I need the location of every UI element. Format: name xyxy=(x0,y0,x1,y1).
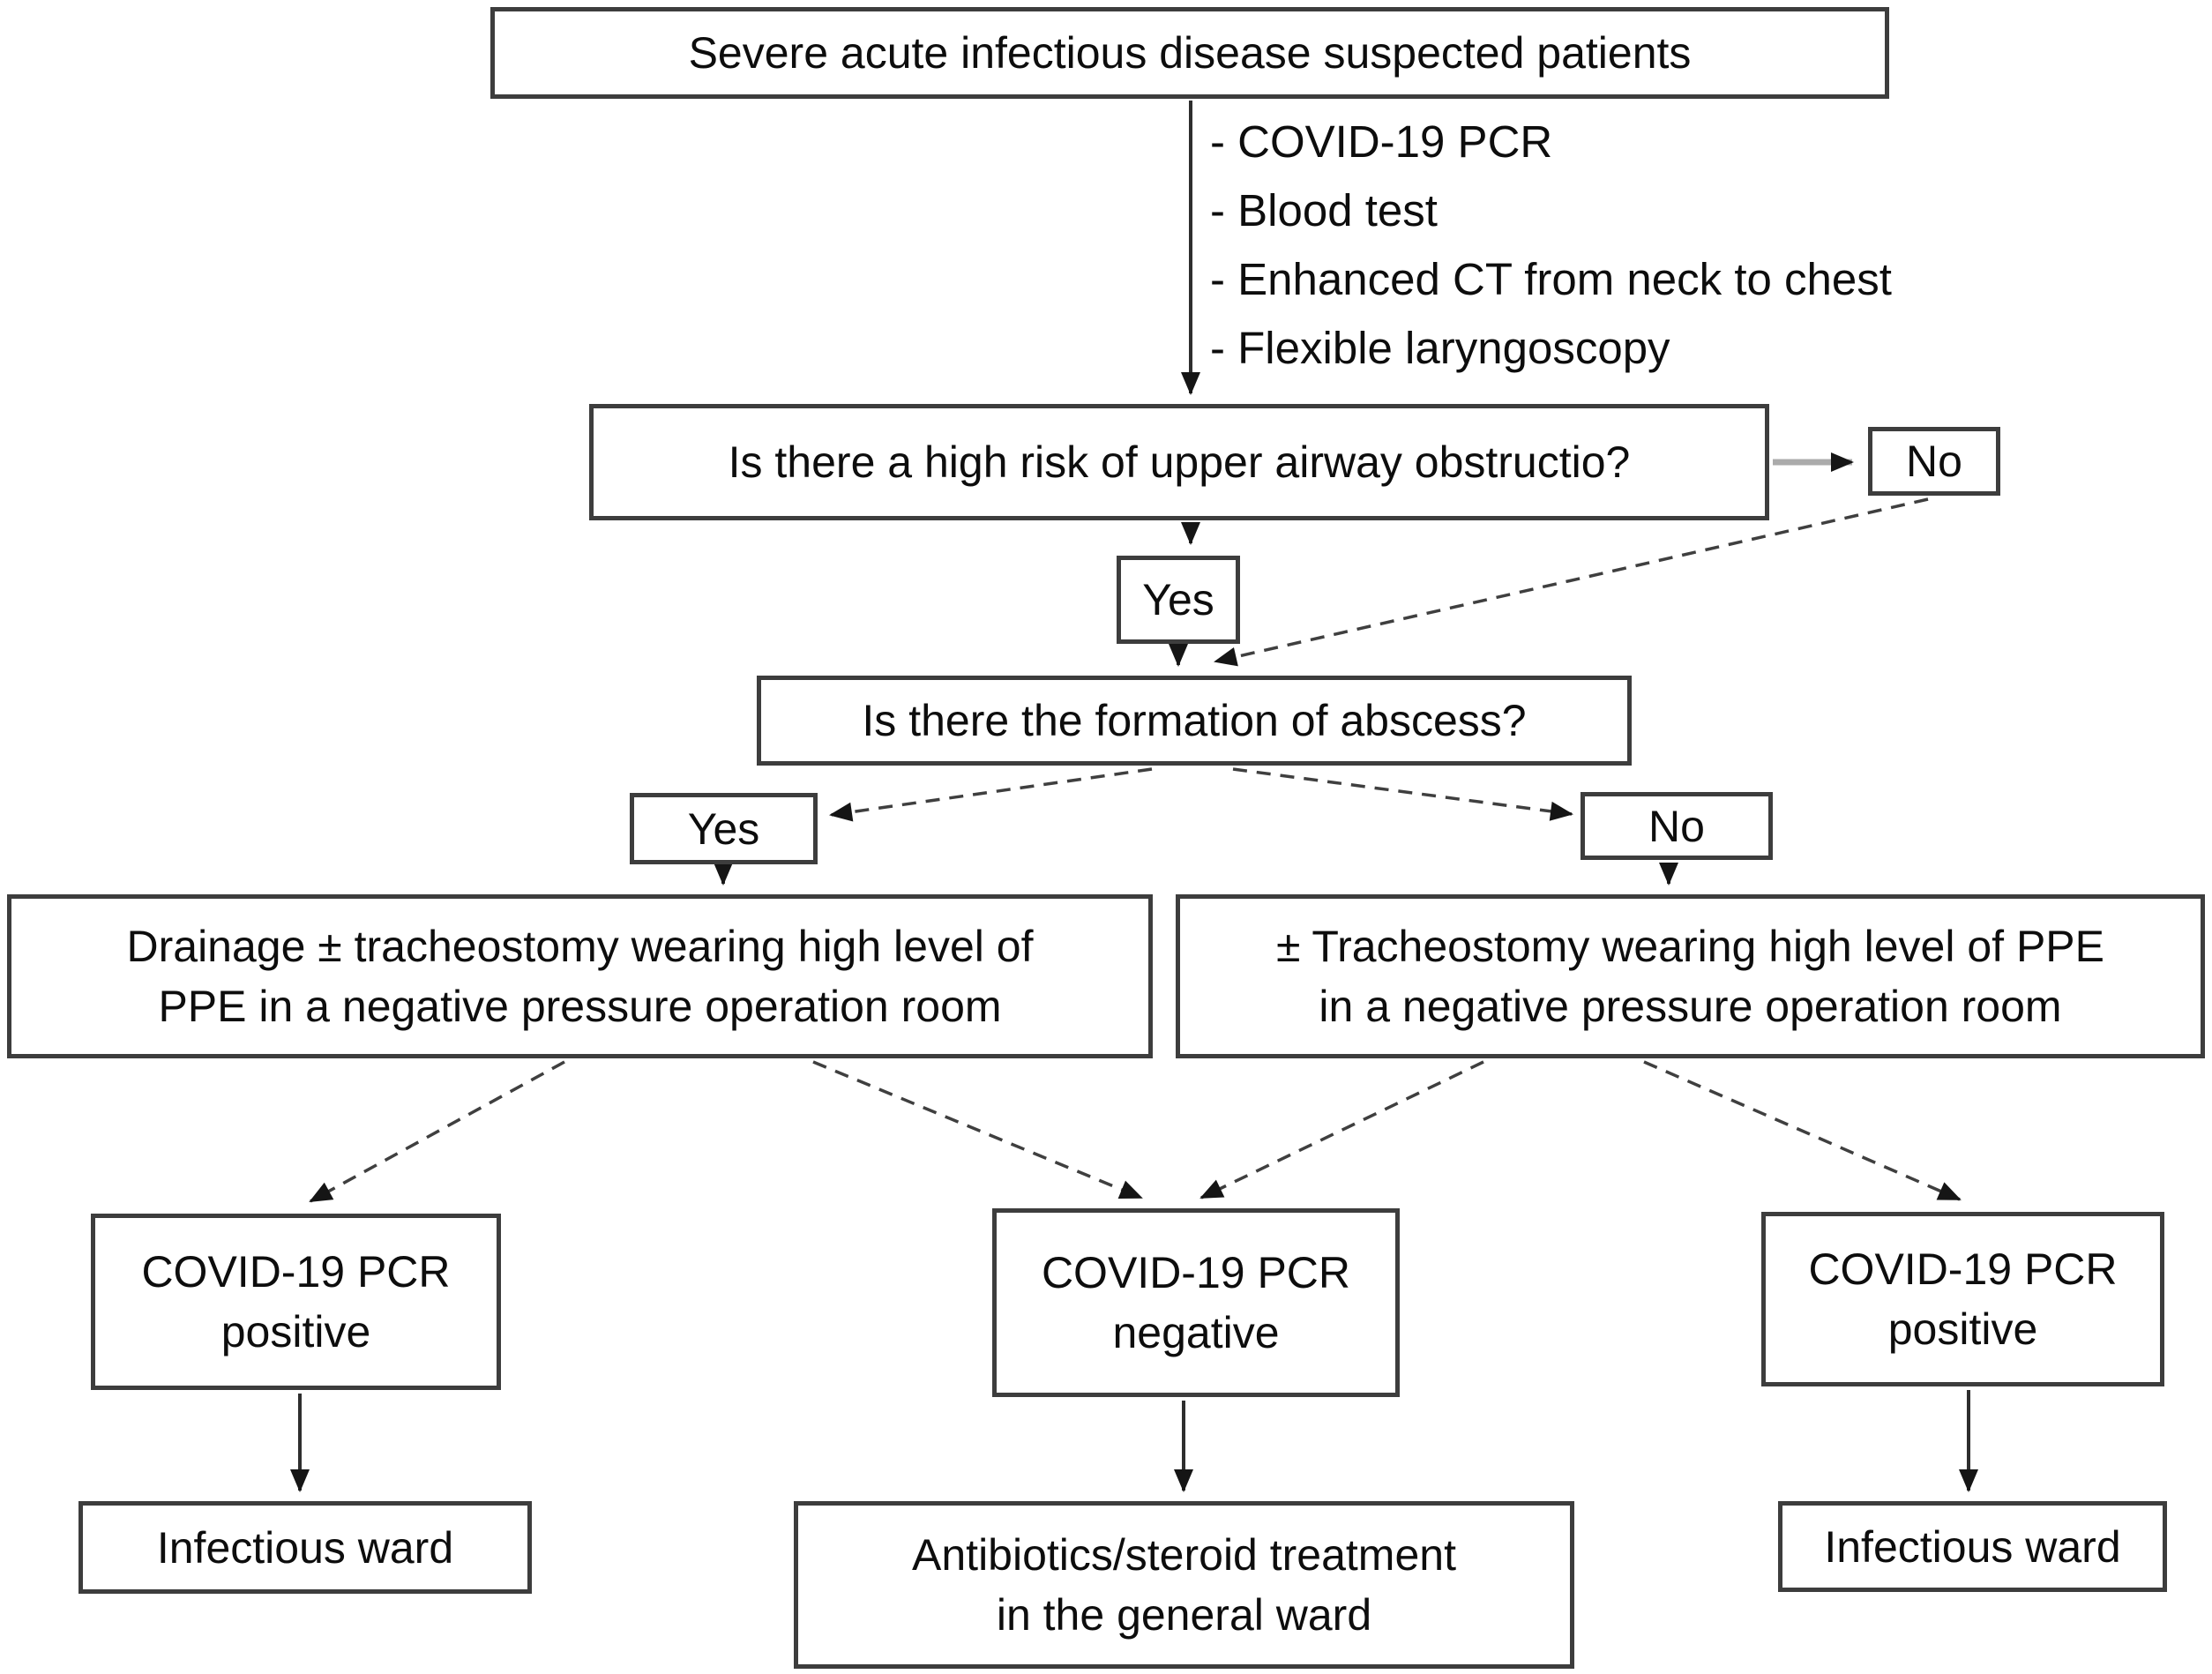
airway-no-label: No xyxy=(1906,437,1962,486)
tracheostomy-node: ± Tracheostomy wearing high level of PPE… xyxy=(1176,894,2205,1058)
treatment-line2: in the general ward xyxy=(996,1590,1372,1640)
tracheostomy-line1: ± Tracheostomy wearing high level of PPE xyxy=(1275,922,2104,971)
question-airway-label: Is there a high risk of upper airway obs… xyxy=(728,437,1631,487)
abscess-no-node: No xyxy=(1581,792,1773,860)
question-airway-obstruction-node: Is there a high risk of upper airway obs… xyxy=(589,404,1769,520)
pcr-positive-left-node: COVID-19 PCR positive xyxy=(91,1214,501,1390)
arrow-q-abscess-to-yes xyxy=(829,767,1153,822)
pcr-positive-left-line2: positive xyxy=(220,1307,371,1356)
airway-yes-label: Yes xyxy=(1142,575,1214,624)
pcr-negative-line1: COVID-19 PCR xyxy=(1041,1248,1351,1297)
arrow-tracheostomy-to-pcr-negative xyxy=(1199,1060,1484,1199)
infectious-ward-right-node: Infectious ward xyxy=(1778,1501,2167,1592)
pcr-positive-left-line1: COVID-19 PCR xyxy=(141,1247,451,1297)
pcr-positive-right-line1: COVID-19 PCR xyxy=(1808,1244,2118,1294)
arrow-tracheostomy-to-pcr-positive-right xyxy=(1643,1060,1962,1201)
start-node: Severe acute infectious disease suspecte… xyxy=(490,7,1889,99)
test-item-covid-pcr: - COVID-19 PCR xyxy=(1210,116,1553,167)
infectious-ward-left-label: Infectious ward xyxy=(156,1522,454,1573)
abscess-yes-label: Yes xyxy=(687,803,760,854)
drainage-tracheostomy-node: Drainage ± tracheostomy wearing high lev… xyxy=(7,894,1153,1058)
test-item-laryngoscopy: - Flexible laryngoscopy xyxy=(1210,323,1670,373)
airway-no-node: No xyxy=(1868,427,2000,496)
arrow-q-abscess-to-no xyxy=(1232,767,1573,821)
arrow-no-to-q-abscess xyxy=(1214,497,1929,667)
start-label: Severe acute infectious disease suspecte… xyxy=(688,28,1692,78)
question-abscess-node: Is there the formation of abscess? xyxy=(757,676,1632,766)
infectious-ward-right-label: Infectious ward xyxy=(1824,1521,2121,1572)
tracheostomy-line2: in a negative pressure operation room xyxy=(1319,982,2062,1031)
arrow-drainage-to-pcr-negative xyxy=(812,1060,1143,1199)
tests-list: - COVID-19 PCR - Blood test - Enhanced C… xyxy=(1210,108,1892,383)
pcr-positive-right-node: COVID-19 PCR positive xyxy=(1761,1212,2164,1386)
pcr-negative-line2: negative xyxy=(1112,1308,1280,1357)
treatment-line1: Antibiotics/steroid treatment xyxy=(912,1530,1456,1580)
infectious-ward-left-node: Infectious ward xyxy=(78,1501,532,1594)
question-abscess-label: Is there the formation of abscess? xyxy=(862,696,1527,745)
abscess-no-label: No xyxy=(1648,801,1705,851)
test-item-enhanced-ct: - Enhanced CT from neck to chest xyxy=(1210,254,1892,304)
test-item-blood-test: - Blood test xyxy=(1210,185,1438,235)
drainage-line2: PPE in a negative pressure operation roo… xyxy=(158,982,1002,1031)
pcr-positive-right-line2: positive xyxy=(1887,1304,2038,1354)
airway-yes-node: Yes xyxy=(1117,556,1240,644)
abscess-yes-node: Yes xyxy=(630,793,818,864)
pcr-negative-node: COVID-19 PCR negative xyxy=(992,1208,1400,1397)
general-ward-treatment-node: Antibiotics/steroid treatment in the gen… xyxy=(794,1501,1574,1669)
arrow-drainage-to-pcr-positive-left xyxy=(309,1060,565,1203)
drainage-line1: Drainage ± tracheostomy wearing high lev… xyxy=(126,922,1034,971)
